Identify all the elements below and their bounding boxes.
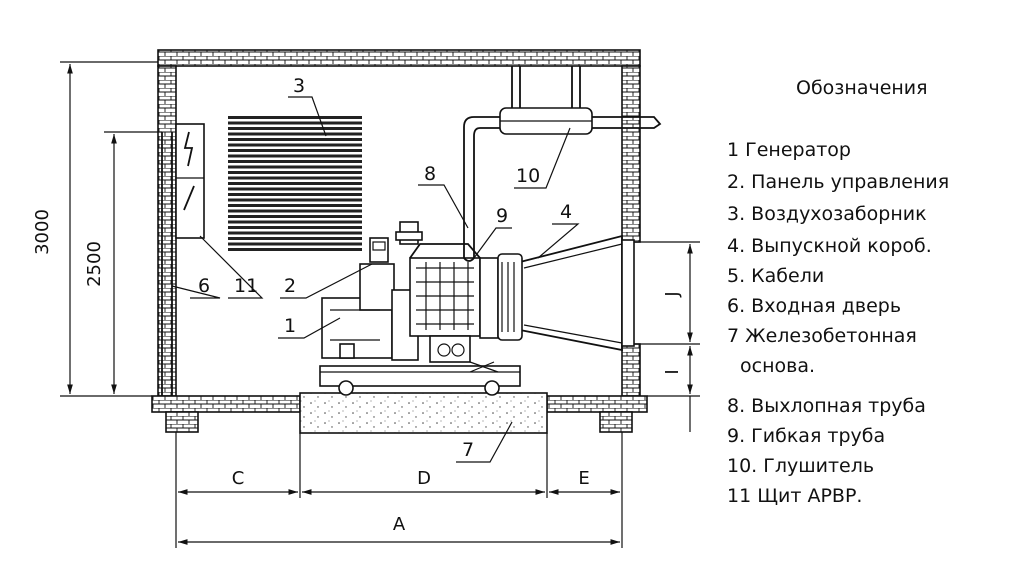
dim-a: A (393, 514, 406, 535)
callout-11: 11 (234, 275, 258, 297)
louver-slat (228, 182, 362, 185)
dimensions: 3000 2500 C D E A J I (32, 61, 700, 548)
louver-slat (228, 204, 362, 207)
louver-slat (228, 116, 362, 119)
legend-title: Обозначения (796, 77, 928, 99)
entrance-door (161, 132, 173, 396)
louver-slat (228, 187, 362, 191)
legend-item-7-cont: основа. (740, 355, 815, 377)
louver-slat (228, 237, 362, 240)
callout-7: 7 (462, 439, 474, 461)
louver-slat (228, 165, 362, 169)
ats-panel (175, 123, 205, 239)
dim-j: J (662, 291, 683, 297)
callout-6: 6 (198, 275, 210, 297)
louver-slat (228, 231, 362, 235)
louver-slat (228, 248, 362, 251)
louver-slat (228, 149, 362, 152)
legend-item-7: 7 Железобетонная (727, 325, 917, 347)
dim-i: I (662, 369, 683, 374)
louver-slat (228, 121, 362, 125)
louver-slat (228, 226, 362, 229)
legend-item-4: 4. Выпускной короб. (727, 235, 932, 257)
legend: Обозначения 1 Генератор 2. Панель управл… (727, 77, 949, 507)
louver-slat (228, 143, 362, 147)
callouts: 3 8 9 10 4 2 1 6 11 7 (171, 75, 580, 463)
diesel-genset (319, 221, 523, 396)
callout-10: 10 (516, 165, 540, 187)
louver-slat (228, 215, 362, 218)
legend-item-5: 5. Кабели (727, 265, 824, 287)
louver-slat (228, 176, 362, 180)
callout-4: 4 (560, 201, 572, 223)
louver-slat (228, 193, 362, 196)
callout-9: 9 (496, 205, 508, 227)
louver-slat (228, 171, 362, 174)
dim-c: C (232, 468, 245, 489)
louver-slat (228, 132, 362, 136)
dim-e: E (578, 468, 589, 489)
legend-item-1: 1 Генератор (727, 139, 851, 161)
legend-item-6: 6. Входная дверь (727, 295, 901, 317)
louver-frame (228, 116, 362, 256)
louver-slat (228, 209, 362, 213)
dim-height-total: 3000 (32, 209, 53, 255)
dim-d: D (417, 468, 431, 489)
outlet-duct (519, 234, 635, 352)
legend-item-9: 9. Гибкая труба (727, 425, 885, 447)
air-intake-louver (228, 116, 362, 256)
callout-3: 3 (293, 75, 305, 97)
louver-slat (228, 220, 362, 224)
louver-slat (228, 160, 362, 163)
callout-1: 1 (284, 315, 296, 337)
legend-item-3: 3. Воздухозаборник (727, 203, 927, 225)
legend-item-2: 2. Панель управления (727, 171, 949, 193)
exhaust-system (463, 66, 662, 258)
legend-item-11: 11 Щит АРВР. (727, 485, 862, 507)
louver-slat (228, 154, 362, 158)
callout-2: 2 (284, 275, 296, 297)
callout-8: 8 (424, 163, 436, 185)
louver-slat (228, 138, 362, 141)
legend-item-8: 8. Выхлопная труба (727, 395, 926, 417)
louver-slat (228, 198, 362, 202)
louver-slat (228, 127, 362, 130)
dim-height-door: 2500 (84, 241, 105, 287)
concrete-foundation (299, 392, 548, 434)
louver-slat (228, 242, 362, 246)
legend-item-10: 10. Глушитель (727, 455, 874, 477)
